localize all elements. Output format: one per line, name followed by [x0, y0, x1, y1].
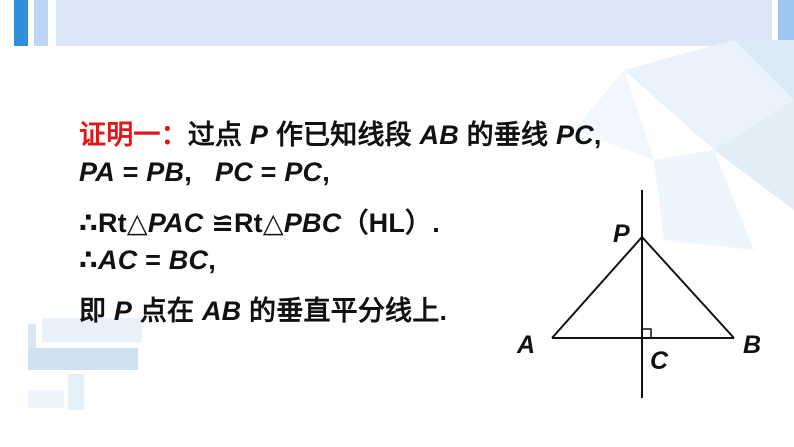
label-point-a: A: [517, 331, 536, 359]
header-block-dark: [14, 0, 28, 46]
segment-pa: [551, 236, 643, 339]
header-block-light: [34, 0, 48, 46]
segment-pb: [641, 236, 735, 339]
label-point-p: P: [613, 220, 630, 248]
label-point-c: C: [650, 347, 669, 375]
header-bar: [0, 0, 794, 46]
proof-line-3: ∴Rt△PAC ≌Rt△PBC（HL）.: [79, 208, 440, 238]
proof-line-2: PA = PB, PC = PC,: [79, 157, 330, 187]
label-point-b: B: [743, 331, 762, 359]
header-block-end: [778, 0, 794, 46]
watermark-logo: [28, 318, 142, 410]
background-polygon-decoration: [574, 40, 794, 250]
proof-line-1: 证明一：过点 P 作已知线段 AB 的垂线 PC,: [79, 120, 602, 150]
proof-line-4: ∴AC = BC,: [79, 245, 216, 275]
proof-line-5: 即 P 点在 AB 的垂直平分线上.: [79, 296, 448, 326]
right-angle-mark: [642, 328, 652, 338]
header-band: [56, 0, 772, 46]
proof-heading: 证明一：: [79, 120, 188, 150]
